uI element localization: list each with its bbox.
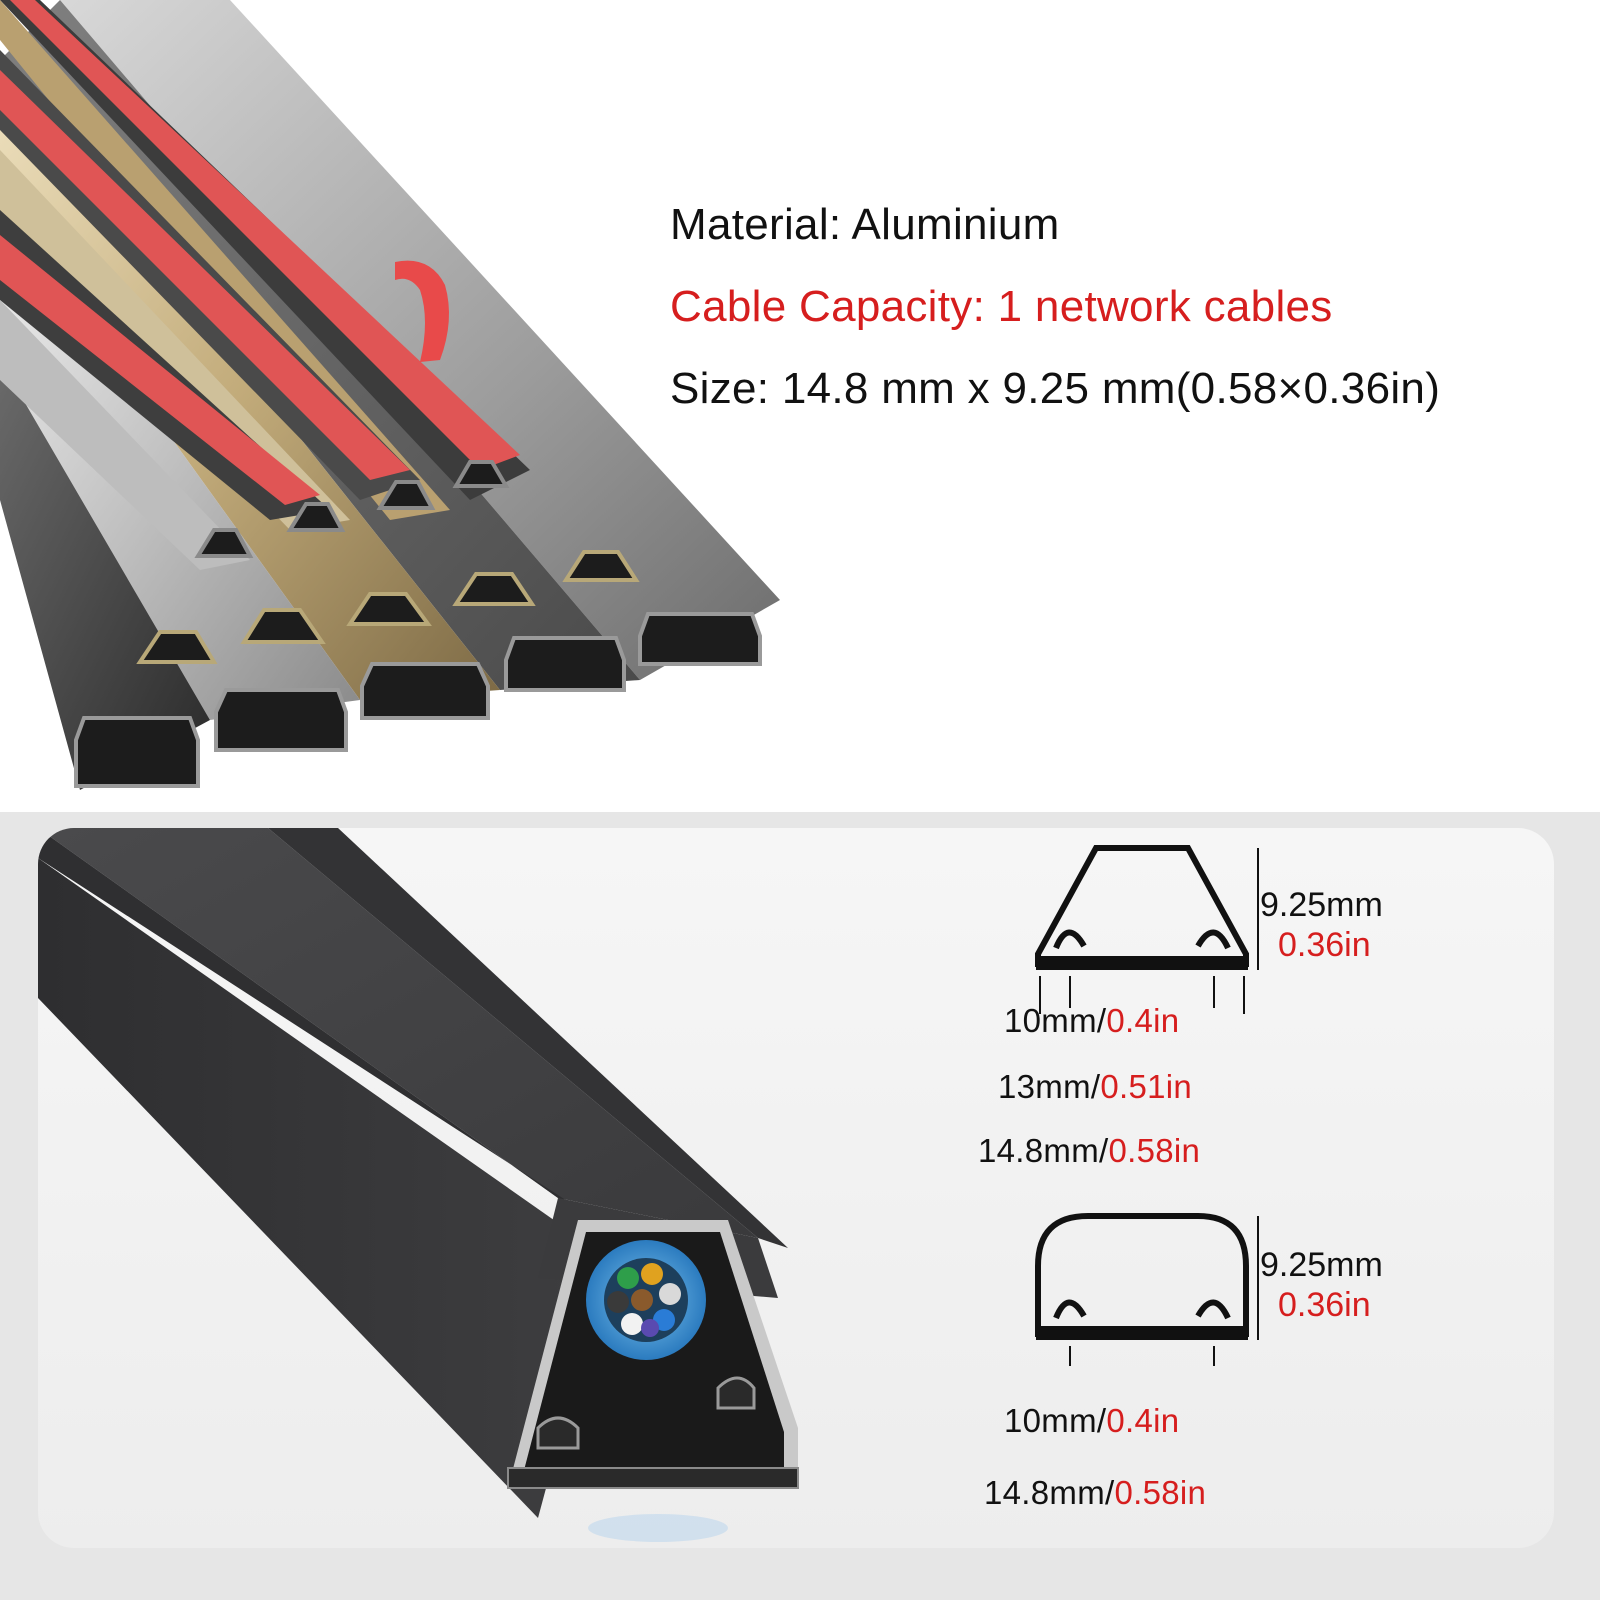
spec-material: Material: Aluminium [670,200,1060,249]
cable-channel-stack-illustration [0,0,780,790]
bottom-detail-section: 9.25mm 0.36in 10mm/0.4in 13mm/0.51in 14.… [0,812,1600,1600]
detail-panel: 9.25mm 0.36in 10mm/0.4in 13mm/0.51in 14.… [38,828,1554,1548]
network-cable-icon [586,1240,706,1360]
profile1-mid-width: 13mm/0.51in [998,1068,1193,1105]
profile1-height-mm: 9.25mm [1260,886,1383,924]
profile1-height-in: 0.36in [1278,926,1371,964]
profile-triangular-diagram [1035,845,1259,1014]
profile2-height-mm: 9.25mm [1260,1246,1383,1284]
top-product-section: Material: Aluminium Cable Capacity: 1 ne… [0,0,1441,790]
profile2-outer-width: 14.8mm/0.58in [984,1474,1207,1511]
profile2-height-in: 0.36in [1278,1286,1371,1324]
spec-cable-capacity: Cable Capacity: 1 network cables [670,282,1333,331]
profile2-inner-width: 10mm/0.4in [1004,1402,1180,1439]
profile1-outer-width: 14.8mm/0.58in [978,1132,1201,1169]
cable-channel-closeup-illustration [38,828,799,1542]
profile-rounded-diagram [1035,1213,1259,1366]
spec-size: Size: 14.8 mm x 9.25 mm(0.58×0.36in) [670,364,1441,413]
profile1-inner-width: 10mm/0.4in [1004,1002,1180,1039]
